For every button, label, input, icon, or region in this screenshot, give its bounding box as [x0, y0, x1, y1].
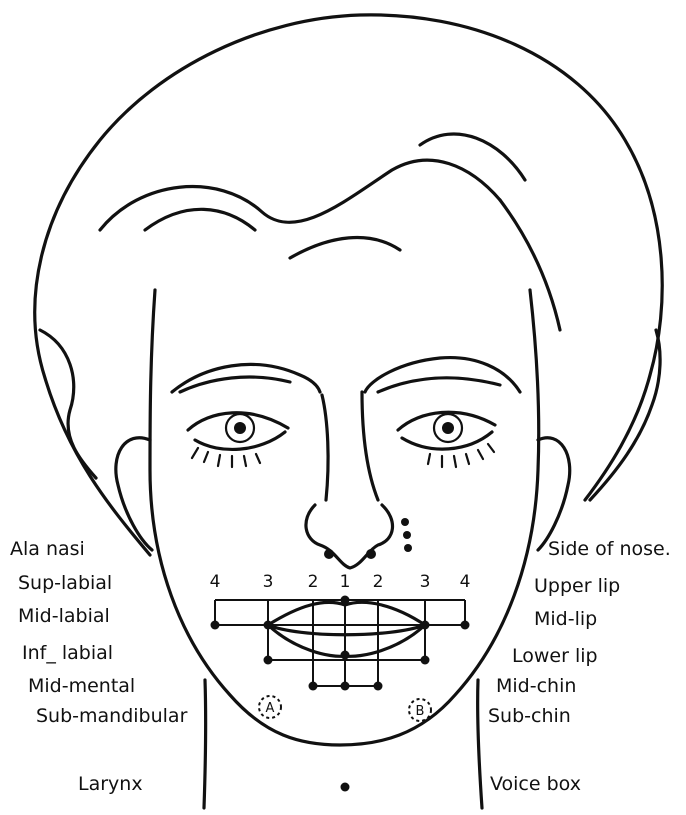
grid-nodes: [211, 596, 470, 691]
left-labels: Ala nasi Sup-labial Mid-labial Inf_ labi…: [10, 538, 188, 795]
side-of-nose-dots: [401, 518, 412, 552]
label-side-of-nose: Side of nose.: [548, 538, 671, 560]
label-ala-nasi: Ala nasi: [10, 538, 85, 560]
lip-grid: [215, 598, 465, 686]
grid-number: 4: [460, 572, 471, 592]
label-mid-labial: Mid-labial: [18, 605, 110, 627]
label-sub-mandibular: Sub-mandibular: [36, 705, 188, 727]
label-upper-lip: Upper lip: [534, 575, 620, 597]
label-lower-lip: Lower lip: [512, 645, 598, 667]
larynx-dot: [341, 783, 350, 792]
right-eye: [398, 412, 495, 467]
label-mid-mental: Mid-mental: [28, 675, 135, 697]
marker-a: A: [259, 696, 281, 718]
label-inf-labial: Inf_ labial: [22, 642, 113, 664]
label-sup-labial: Sup-labial: [18, 572, 112, 594]
label-voice-box: Voice box: [490, 773, 581, 795]
grid-number: 1: [340, 572, 351, 592]
marker-b: B: [409, 699, 431, 721]
label-mid-chin: Mid-chin: [496, 675, 576, 697]
grid-number: 2: [308, 572, 319, 592]
label-mid-lip: Mid-lip: [534, 608, 597, 630]
grid-number: 3: [420, 572, 431, 592]
right-labels: Side of nose. Upper lip Mid-lip Lower li…: [488, 538, 671, 795]
label-larynx: Larynx: [78, 773, 143, 795]
left-eye: [188, 413, 288, 467]
grid-number: 3: [263, 572, 274, 592]
hair-outline: [35, 15, 662, 555]
eyebrows: [172, 358, 520, 392]
label-sub-chin: Sub-chin: [488, 705, 571, 727]
nose: [306, 392, 393, 568]
svg-text:A: A: [266, 701, 275, 716]
svg-text:B: B: [416, 704, 425, 719]
grid-numbers: 4 3 2 1 2 3 4: [210, 572, 471, 592]
lips: [268, 602, 425, 656]
grid-number: 2: [373, 572, 384, 592]
grid-number: 4: [210, 572, 221, 592]
